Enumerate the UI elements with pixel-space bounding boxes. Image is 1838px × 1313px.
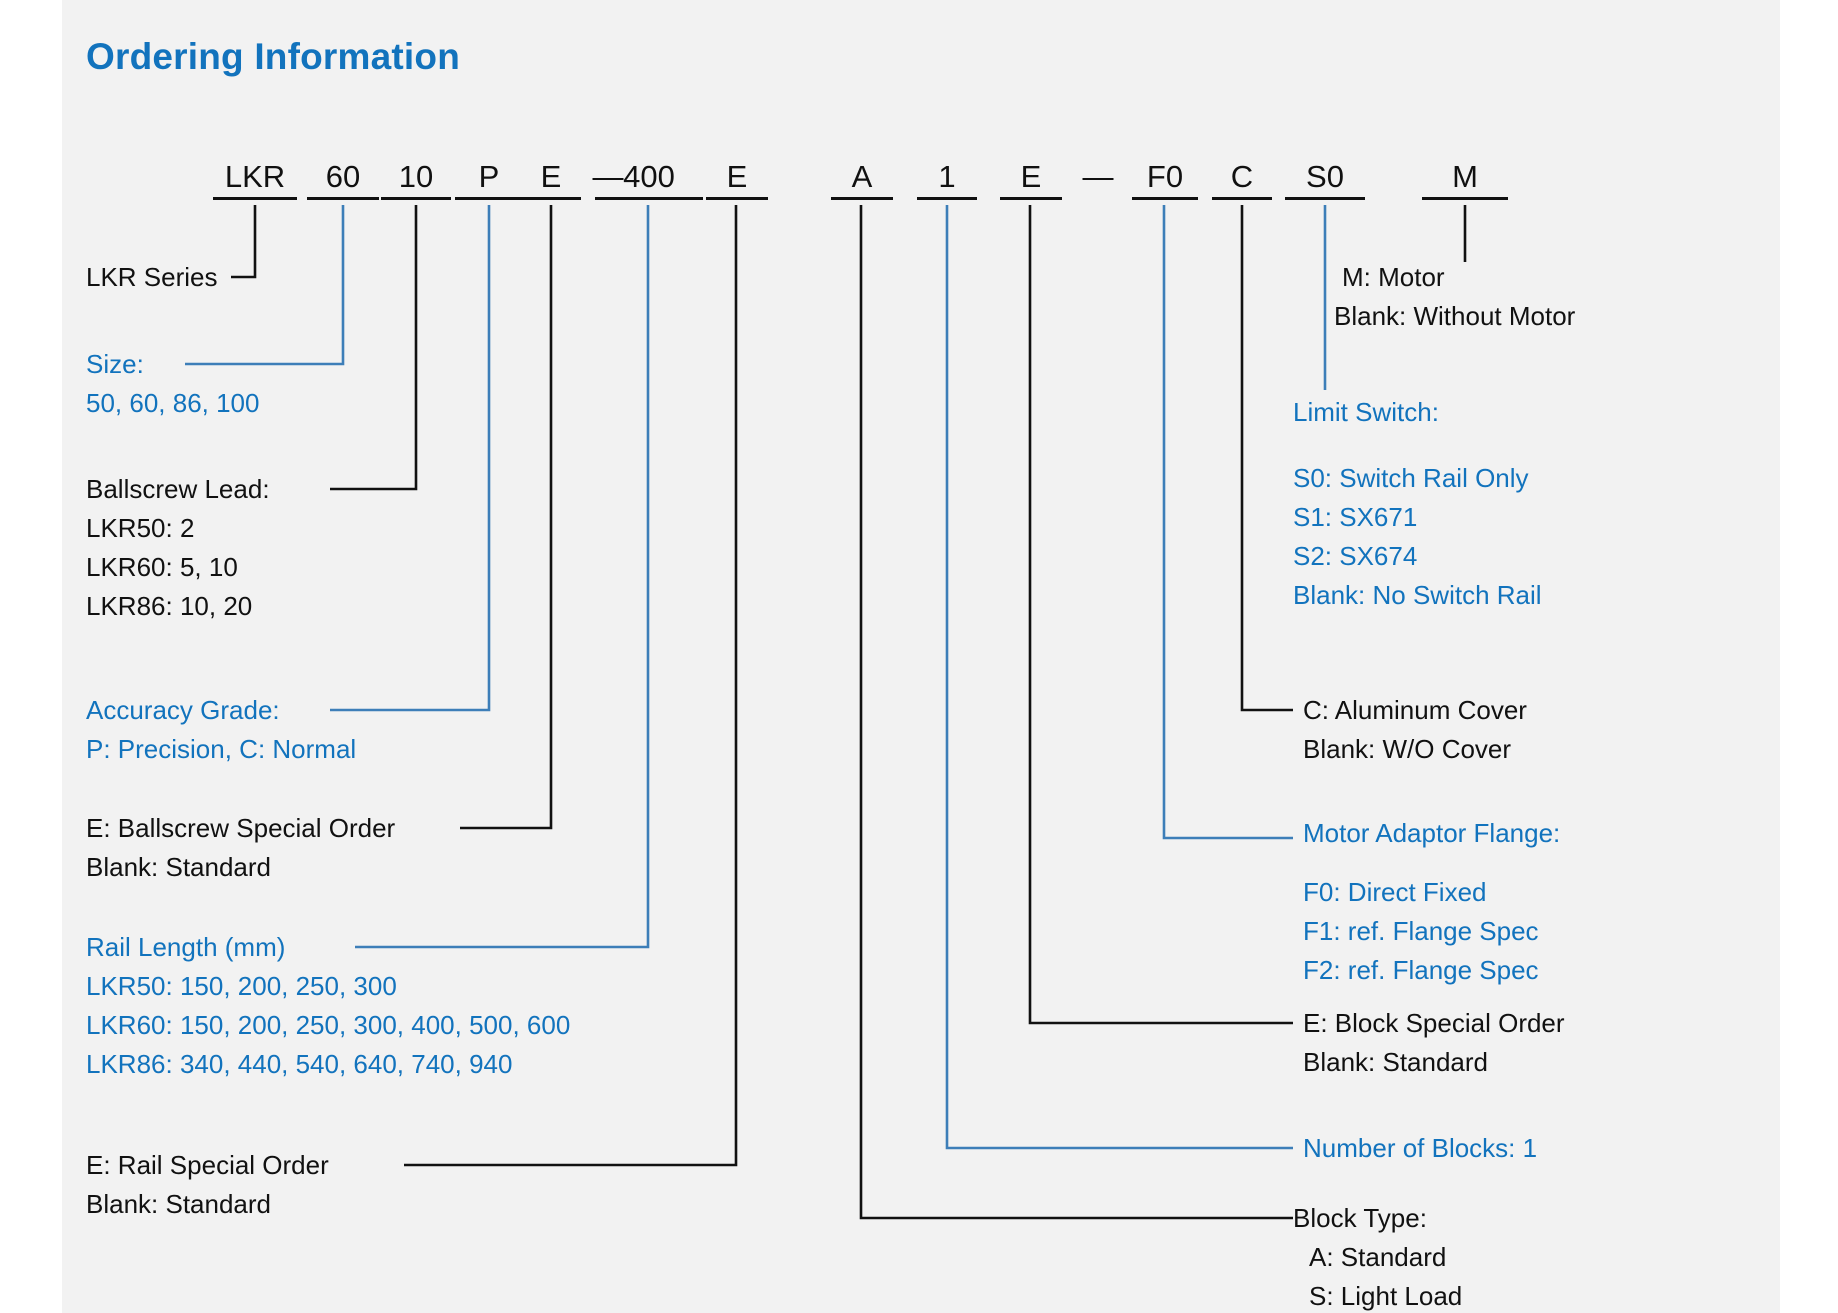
legend-rail-length-line-3: LKR86: 340, 440, 540, 640, 740, 940 bbox=[86, 1049, 513, 1079]
legend-series: LKR Series bbox=[86, 258, 218, 297]
code-motor-value: M bbox=[1422, 160, 1508, 200]
legend-rail-length: Rail Length (mm) LKR50: 150, 200, 250, 3… bbox=[86, 928, 570, 1084]
legend-block-type: Block Type: A: Standard S: Light Load bbox=[1293, 1199, 1462, 1313]
leader-block-type bbox=[859, 205, 1293, 1220]
code-segment-rail-order[interactable]: E bbox=[706, 160, 768, 200]
legend-cover-line-0: C: Aluminum Cover bbox=[1303, 695, 1527, 725]
code-dash-2-value: — bbox=[1082, 159, 1114, 194]
legend-accuracy-grade-line-0: Accuracy Grade: bbox=[86, 695, 280, 725]
legend-motor-adaptor-flange-line-0: Motor Adaptor Flange: bbox=[1303, 818, 1561, 848]
legend-block-special-order-line-1: Blank: Standard bbox=[1303, 1047, 1489, 1077]
code-segment-size[interactable]: 60 bbox=[307, 160, 379, 200]
leader-accuracy-grade bbox=[330, 205, 491, 712]
legend-number-of-blocks-line-0: Number of Blocks: 1 bbox=[1303, 1133, 1538, 1163]
leader-rail-length bbox=[355, 205, 650, 949]
code-segment-ballscrew-lead[interactable]: 10 bbox=[381, 160, 451, 200]
legend-series-line-0: LKR Series bbox=[86, 262, 218, 292]
code-segment-limit-switch[interactable]: S0 bbox=[1285, 160, 1365, 200]
code-block-order-value: E bbox=[1000, 160, 1062, 200]
code-motor-flange-value: F0 bbox=[1132, 160, 1198, 200]
code-segment-cover[interactable]: C bbox=[1212, 160, 1272, 200]
code-accuracy-grade-value: P bbox=[455, 160, 523, 200]
legend-rail-special-order-line-1: Blank: Standard bbox=[86, 1189, 272, 1219]
legend-rail-length-line-0: Rail Length (mm) bbox=[86, 932, 286, 962]
code-rail-length-value: 400 bbox=[595, 160, 703, 200]
legend-rail-length-line-1: LKR50: 150, 200, 250, 300 bbox=[86, 971, 397, 1001]
legend-block-type-line-0: Block Type: bbox=[1293, 1203, 1427, 1233]
legend-block-special-order-line-0: E: Block Special Order bbox=[1303, 1008, 1565, 1038]
legend-block-type-line-2: S: Light Load bbox=[1309, 1281, 1463, 1311]
legend-ballscrew-lead: Ballscrew Lead: LKR50: 2 LKR60: 5, 10 LK… bbox=[86, 470, 270, 626]
legend-number-of-blocks: Number of Blocks: 1 bbox=[1303, 1129, 1537, 1168]
legend-cover-line-1: Blank: W/O Cover bbox=[1303, 734, 1512, 764]
code-segment-series[interactable]: LKR bbox=[213, 160, 297, 200]
legend-rail-length-line-2: LKR60: 150, 200, 250, 300, 400, 500, 600 bbox=[86, 1010, 571, 1040]
code-limit-switch-value: S0 bbox=[1285, 160, 1365, 200]
code-series-value: LKR bbox=[213, 160, 297, 200]
legend-size-line-0: Size: bbox=[86, 349, 144, 379]
code-segment-motor[interactable]: M bbox=[1422, 160, 1508, 200]
code-segment-block-order[interactable]: E bbox=[1000, 160, 1062, 200]
code-segment-motor-flange[interactable]: F0 bbox=[1132, 160, 1198, 200]
page-title: Ordering Information bbox=[86, 36, 460, 77]
legend-motor-adaptor-flange-line-3: F2: ref. Flange Spec bbox=[1303, 955, 1539, 985]
leader-ballscrew-lead bbox=[330, 205, 418, 491]
legend-ballscrew-special-order: E: Ballscrew Special Order Blank: Standa… bbox=[86, 809, 395, 887]
code-rail-order-value: E bbox=[706, 160, 768, 200]
code-segment-ballscrew-order[interactable]: E bbox=[521, 160, 581, 200]
leader-ballscrew-special-order bbox=[460, 205, 553, 830]
code-dash-1-value: — bbox=[592, 159, 624, 194]
leader-number-of-blocks bbox=[945, 205, 1293, 1150]
code-block-count-value: 1 bbox=[917, 160, 977, 200]
legend-block-special-order: E: Block Special Order Blank: Standard bbox=[1303, 1004, 1565, 1082]
legend-rail-special-order-line-0: E: Rail Special Order bbox=[86, 1150, 329, 1180]
legend-motor-adaptor-flange-line-2: F1: ref. Flange Spec bbox=[1303, 916, 1539, 946]
legend-size-line-1: 50, 60, 86, 100 bbox=[86, 388, 260, 418]
legend-motor-line-1: Blank: Without Motor bbox=[1334, 301, 1576, 331]
legend-ballscrew-lead-line-1: LKR50: 2 bbox=[86, 513, 195, 543]
code-segment-rail-length[interactable]: 400 bbox=[595, 160, 703, 200]
legend-limit-switch-line-2: S1: SX671 bbox=[1293, 502, 1418, 532]
code-cover-value: C bbox=[1212, 160, 1272, 200]
leader-motor-adaptor-flange bbox=[1162, 205, 1293, 840]
legend-ballscrew-lead-line-2: LKR60: 5, 10 bbox=[86, 552, 238, 582]
legend-size: Size: 50, 60, 86, 100 bbox=[86, 345, 259, 423]
code-size-value: 60 bbox=[307, 160, 379, 200]
code-segment-block-count[interactable]: 1 bbox=[917, 160, 977, 200]
legend-ballscrew-lead-line-0: Ballscrew Lead: bbox=[86, 474, 270, 504]
legend-limit-switch-line-4: Blank: No Switch Rail bbox=[1293, 580, 1542, 610]
legend-accuracy-grade: Accuracy Grade: P: Precision, C: Normal bbox=[86, 691, 356, 769]
code-segment-accuracy-grade[interactable]: P bbox=[455, 160, 523, 200]
legend-motor-line-0: M: Motor bbox=[1342, 262, 1445, 292]
left-gutter bbox=[0, 0, 62, 1313]
legend-ballscrew-special-order-line-0: E: Ballscrew Special Order bbox=[86, 813, 396, 843]
leader-block-special-order bbox=[1028, 205, 1293, 1025]
right-gutter bbox=[1780, 0, 1838, 1313]
code-ballscrew-order-value: E bbox=[521, 160, 581, 200]
leader-cover bbox=[1240, 205, 1293, 712]
legend-rail-special-order: E: Rail Special Order Blank: Standard bbox=[86, 1146, 329, 1224]
code-segment-dash-2: — bbox=[1073, 160, 1123, 197]
legend-limit-switch-line-0: Limit Switch: bbox=[1293, 397, 1439, 427]
code-ballscrew-lead-value: 10 bbox=[381, 160, 451, 200]
code-block-type-value: A bbox=[831, 160, 893, 200]
legend-motor-adaptor-flange-line-1: F0: Direct Fixed bbox=[1303, 877, 1487, 907]
code-segment-block-type[interactable]: A bbox=[831, 160, 893, 200]
legend-motor: M: Motor Blank: Without Motor bbox=[1334, 258, 1575, 336]
legend-block-type-line-1: A: Standard bbox=[1309, 1242, 1447, 1272]
legend-limit-switch-line-1: S0: Switch Rail Only bbox=[1293, 463, 1529, 493]
legend-motor-adaptor-flange: Motor Adaptor Flange: F0: Direct Fixed F… bbox=[1303, 814, 1560, 990]
leader-series bbox=[231, 205, 257, 279]
legend-limit-switch: Limit Switch: S0: Switch Rail Only S1: S… bbox=[1293, 393, 1542, 615]
legend-cover: C: Aluminum Cover Blank: W/O Cover bbox=[1303, 691, 1527, 769]
legend-limit-switch-line-3: S2: SX674 bbox=[1293, 541, 1418, 571]
code-segment-dash-1: — bbox=[583, 160, 633, 197]
legend-ballscrew-lead-line-3: LKR86: 10, 20 bbox=[86, 591, 253, 621]
legend-ballscrew-special-order-line-1: Blank: Standard bbox=[86, 852, 272, 882]
legend-accuracy-grade-line-1: P: Precision, C: Normal bbox=[86, 734, 357, 764]
